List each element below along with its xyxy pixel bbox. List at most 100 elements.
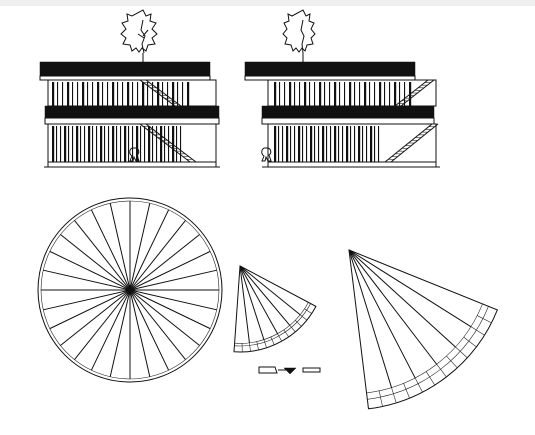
facade-mullion: [104, 126, 106, 162]
sector-rim-tick: [436, 364, 447, 378]
plan-full-circle: [37, 197, 223, 383]
plan-spoke: [129, 289, 211, 330]
plan-spoke: [129, 289, 151, 377]
sector-rim-tick: [277, 333, 282, 342]
facade-mullion: [107, 82, 109, 106]
facade-mullion: [274, 82, 277, 106]
facade-mullion: [339, 82, 341, 106]
facade-mullion: [299, 82, 301, 106]
sector-rim-tick: [299, 314, 308, 321]
facade-mullion: [349, 82, 352, 106]
facade-mullion: [358, 126, 361, 162]
facade-mullion: [97, 82, 100, 106]
sector-rim-tick: [294, 320, 302, 327]
plan-spoke: [60, 289, 131, 346]
facade-mullion: [122, 82, 124, 106]
sector-rim-tick: [270, 336, 275, 345]
plan-spoke: [49, 289, 131, 330]
sector-rim-tick: [446, 355, 458, 369]
sector-rim-tick: [477, 315, 492, 324]
facade-mullion: [52, 126, 55, 162]
facade-mullion: [302, 126, 304, 162]
sector-spoke: [348, 249, 438, 365]
facade-mullion: [294, 126, 296, 162]
facade-mullion: [147, 82, 149, 106]
facade-mullion: [168, 126, 170, 162]
facade-mullion: [378, 126, 380, 162]
facade-mullion: [57, 82, 59, 106]
sector-rim-tick: [249, 342, 251, 352]
plan-spoke: [129, 269, 217, 291]
legend-symbols: [258, 366, 321, 375]
facade-mullion: [156, 126, 158, 162]
plan-spoke: [90, 209, 131, 291]
sector-rim-tick: [378, 390, 383, 407]
facade-mullion: [52, 82, 55, 106]
facade-mullion: [132, 126, 134, 162]
facade-mullion: [366, 126, 368, 162]
facade-mullion: [96, 126, 98, 162]
facade-mullion: [167, 82, 169, 106]
facade-mullion: [112, 82, 115, 106]
sector-spoke: [239, 265, 278, 334]
sector-rim-tick: [414, 377, 423, 393]
top-strip: [0, 0, 535, 6]
plan-spoke: [74, 220, 131, 291]
facade-mullion: [319, 82, 322, 106]
elevation-left: [39, 9, 220, 168]
sector-spoke: [239, 265, 265, 340]
facade-mullion: [144, 126, 146, 162]
facade-mullion: [142, 82, 145, 106]
facade-mullion: [80, 126, 82, 162]
facade-mullion: [56, 126, 58, 162]
facade-mullion: [102, 82, 104, 106]
facade-mullion: [92, 82, 94, 106]
facade-mullion: [330, 126, 332, 162]
facade-mullion: [140, 126, 142, 162]
sector-outline: [233, 265, 317, 353]
facade-mullion: [76, 126, 79, 162]
sector-rim-tick: [403, 383, 410, 399]
plan-spoke: [74, 289, 131, 360]
sector-rim-tick: [482, 303, 498, 311]
legend-box-icon: [258, 366, 278, 374]
sector-spoke: [239, 265, 250, 343]
plan-sector-large: [348, 249, 499, 410]
facade-mullion: [286, 126, 289, 162]
plan-spoke: [109, 203, 131, 291]
facade-mullion: [289, 82, 292, 106]
facade-mullion: [92, 126, 94, 162]
facade-mullion: [318, 126, 320, 162]
plan-sector-small: [233, 265, 317, 353]
facade-mullion: [324, 82, 326, 106]
plan-spoke: [90, 289, 131, 371]
facade-mullion: [290, 126, 292, 162]
facade-mullion: [136, 126, 139, 162]
facade-mullion: [162, 82, 164, 106]
plan-spoke: [60, 234, 131, 291]
facade-mullion: [394, 82, 397, 106]
facade-mullion: [72, 126, 74, 162]
facade-mullion: [389, 82, 391, 106]
plan-spoke: [129, 289, 217, 311]
sector-spoke: [239, 265, 301, 316]
facade-mullion: [182, 82, 184, 106]
facade-mullion: [82, 82, 85, 106]
facade-mullion: [314, 82, 316, 106]
plan-spoke: [129, 209, 170, 291]
facade-mullion: [77, 82, 79, 106]
sector-spoke: [348, 249, 472, 328]
facade-mullion: [128, 126, 130, 162]
sector-rim-tick: [289, 325, 296, 333]
middle-slab: [261, 105, 435, 119]
facade-mullion: [172, 82, 175, 106]
sector-spoke: [348, 249, 416, 379]
facade-mullion: [152, 126, 154, 162]
facade-mullion: [282, 126, 284, 162]
facade-mullion: [306, 126, 308, 162]
facade-mullion: [326, 126, 328, 162]
sector-rim-tick: [308, 302, 317, 307]
sector-rim-tick: [304, 308, 312, 314]
legend-marker-icon: [283, 367, 297, 375]
